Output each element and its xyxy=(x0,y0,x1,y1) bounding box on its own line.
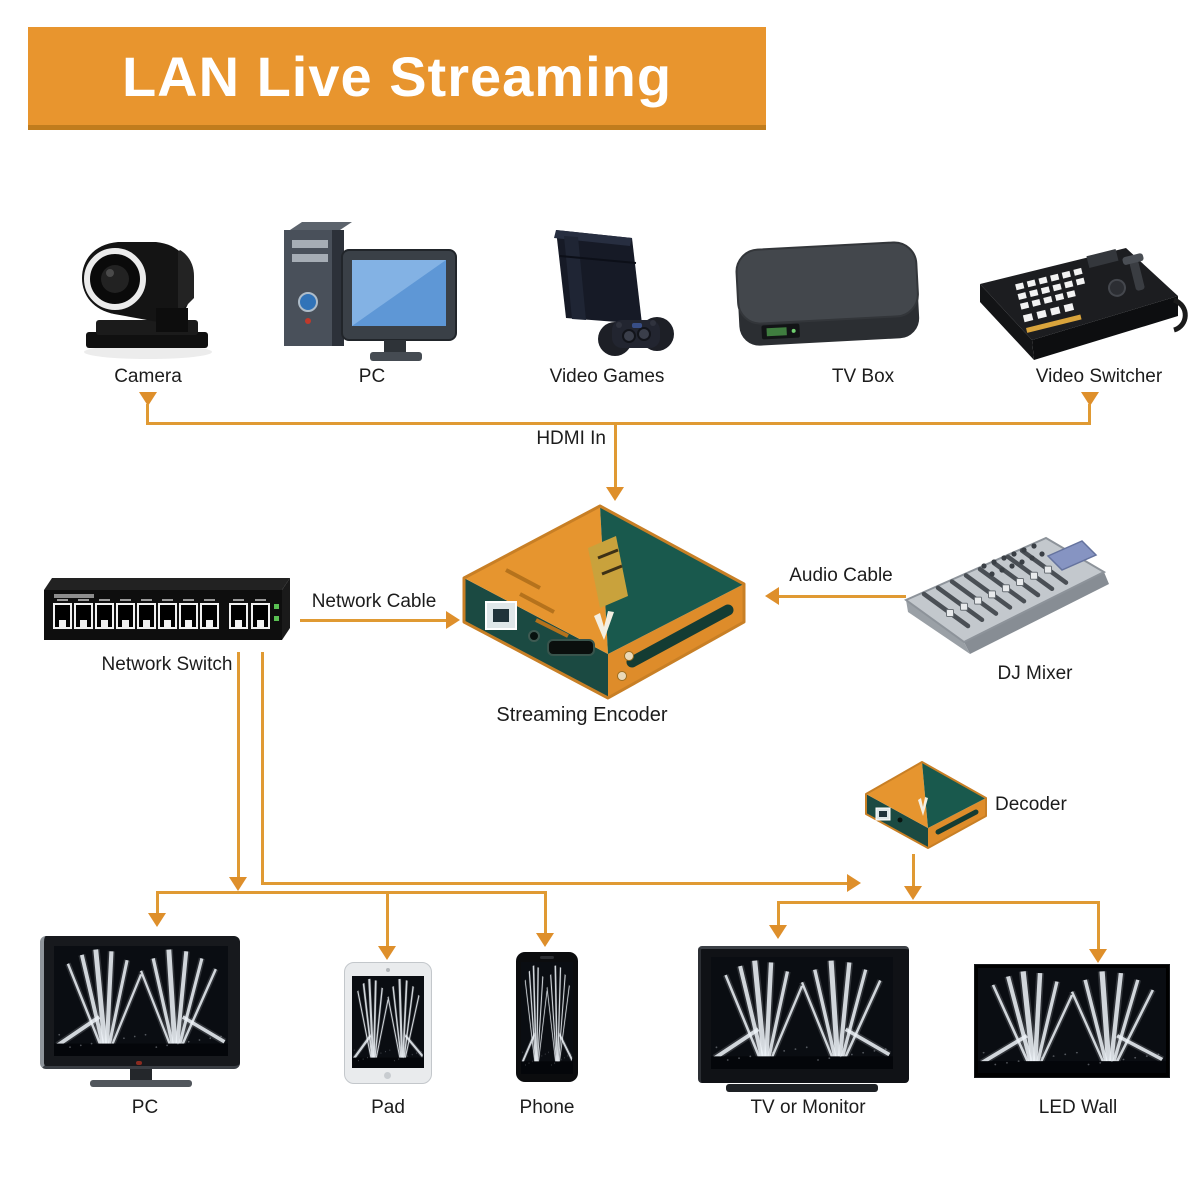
audio-cable-line xyxy=(779,595,906,598)
hdmi-bus-line xyxy=(146,422,1091,425)
dj-mixer-icon xyxy=(904,536,1109,654)
tablet-home-button xyxy=(384,1072,391,1079)
ptz-camera-icon xyxy=(82,242,212,359)
tablet-icon xyxy=(344,962,434,1086)
decoder-label: Decoder xyxy=(995,794,1067,815)
switcher-bus-arrowhead xyxy=(1081,392,1099,406)
phone-speaker xyxy=(540,956,554,959)
decoder-tv-stub xyxy=(777,904,780,927)
switch-to-decoder-arrowhead xyxy=(847,874,861,892)
source-label-pc: PC xyxy=(358,366,386,387)
decoder-ledwall-stub xyxy=(1097,904,1100,951)
tv-stand-neck xyxy=(130,1069,152,1080)
network-cable-label: Network Cable xyxy=(311,591,437,612)
concert-screen xyxy=(978,968,1166,1073)
tv-stand-base xyxy=(90,1080,192,1087)
streaming-encoder-icon xyxy=(462,504,746,700)
audio-cable-arrowhead xyxy=(765,587,779,605)
dj-mixer-label: DJ Mixer xyxy=(997,663,1073,684)
decoder-ledwall-arrowhead xyxy=(1089,949,1107,963)
hdmi-to-encoder-line xyxy=(614,425,617,487)
led-wall-icon xyxy=(974,964,1170,1080)
concert-screen xyxy=(521,962,573,1074)
decoder-bus-line xyxy=(777,901,1100,904)
video-switcher-icon xyxy=(980,248,1188,360)
tv-power-led xyxy=(136,1061,142,1065)
page-title: LAN Live Streaming xyxy=(121,44,673,108)
hdmi-to-encoder-arrowhead xyxy=(606,487,624,501)
concert-screen xyxy=(711,957,893,1069)
lan-pc-stub xyxy=(156,894,159,915)
output-label-phone: Phone xyxy=(519,1097,575,1118)
network-cable-line xyxy=(300,619,446,622)
hdmi-in-label: HDMI In xyxy=(536,428,606,449)
decoder-icon xyxy=(865,761,987,849)
source-label-tv-box: TV Box xyxy=(831,366,895,387)
desktop-pc-icon xyxy=(284,222,457,361)
network-switch-label: Network Switch xyxy=(101,654,233,675)
mixer-faders xyxy=(921,543,1069,629)
lan-phone-arrowhead xyxy=(536,933,554,947)
lan-phone-stub xyxy=(544,894,547,935)
switch-down-arrowhead xyxy=(229,877,247,891)
source-label-video-games: Video Games xyxy=(549,366,665,387)
switch-to-decoder-hline xyxy=(261,882,849,885)
audio-cable-label: Audio Cable xyxy=(789,565,893,586)
title-banner: LAN Live Streaming xyxy=(28,27,766,130)
decoder-tv-arrowhead xyxy=(769,925,787,939)
tv-screen-icon xyxy=(40,936,248,1094)
decoder-down-stub xyxy=(912,854,915,888)
tablet-camera-dot xyxy=(386,968,390,972)
output-label-tv-or-monitor: TV or Monitor xyxy=(750,1097,866,1118)
switch-down-line xyxy=(237,652,240,878)
smartphone-icon xyxy=(516,952,580,1086)
output-label-pad: Pad xyxy=(371,1097,405,1118)
game-console-icon xyxy=(554,230,674,356)
concert-screen xyxy=(54,946,228,1056)
tv-monitor-icon xyxy=(698,946,910,1094)
source-label-video-switcher: Video Switcher xyxy=(1035,366,1163,387)
camera-bus-stub xyxy=(146,404,149,423)
monitor-stand-bar xyxy=(726,1084,878,1092)
switch-ports xyxy=(53,599,270,629)
lan-pc-arrowhead xyxy=(148,913,166,927)
streaming-encoder-label: Streaming Encoder xyxy=(496,704,668,726)
switcher-bus-stub xyxy=(1088,404,1091,423)
output-label-pc: PC xyxy=(131,1097,159,1118)
camera-bus-arrowhead xyxy=(139,392,157,406)
network-cable-arrowhead xyxy=(446,611,460,629)
source-label-camera: Camera xyxy=(114,366,182,387)
decoder-down-arrowhead xyxy=(904,886,922,900)
lan-pad-stub xyxy=(386,894,389,948)
network-switch-icon xyxy=(44,578,290,640)
switch-to-decoder-vline xyxy=(261,652,264,885)
tv-box-icon xyxy=(735,241,920,346)
output-label-led-wall: LED Wall xyxy=(1038,1097,1118,1118)
concert-screen xyxy=(352,976,424,1068)
lan-bus-line xyxy=(156,891,547,894)
lan-pad-arrowhead xyxy=(378,946,396,960)
